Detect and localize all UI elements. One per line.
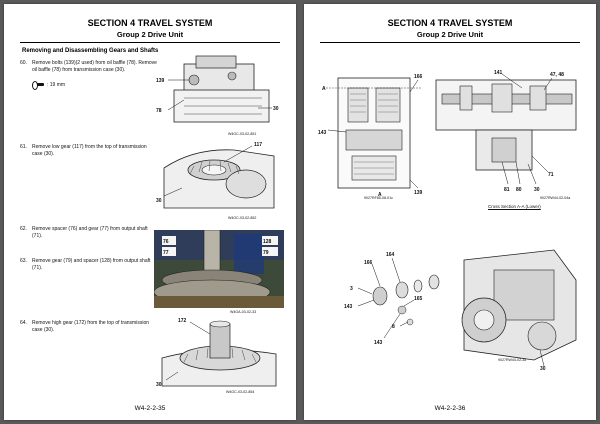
wrench-icon — [32, 81, 44, 91]
callout: 3 — [350, 286, 353, 292]
callout: 143 — [344, 304, 353, 310]
callout: 30 — [156, 198, 162, 204]
figure-code: 9027RW44-02-38 — [498, 358, 527, 362]
callout: 165 — [414, 296, 423, 302]
callout: 139 — [414, 190, 423, 196]
callout: 30 — [156, 382, 162, 388]
figure-code: W4GA-03-02-33 — [230, 310, 257, 314]
callout: 77 — [163, 250, 169, 256]
right-page: SECTION 4 TRAVEL SYSTEM Group 2 Drive Un… — [304, 4, 596, 420]
callout: 143 — [318, 130, 327, 136]
figure-code: W4GC-03-02-852 — [228, 216, 257, 220]
wrench-size: : 19 mm — [47, 82, 66, 88]
callout: A — [322, 86, 326, 92]
callout: 30 — [273, 106, 279, 112]
callout: 164 — [386, 252, 395, 258]
step-text: Remove low gear (117) from the top of tr… — [32, 144, 147, 157]
step-number: 60. — [20, 60, 27, 66]
callout: 78 — [156, 108, 162, 114]
step-number: 64. — [20, 320, 27, 326]
figure-code: W4GC-03-02-851 — [228, 132, 257, 136]
section-title: SECTION 4 TRAVEL SYSTEM — [387, 18, 513, 28]
callout: 139 — [156, 78, 165, 84]
step-63: 63. Remove gear (79) and spacer (128) fro… — [20, 258, 160, 271]
callout: 141 — [494, 70, 503, 76]
figure-output-shaft-photo: 76 77 128 79 — [154, 230, 284, 308]
wrench-size-note: : 19 mm — [32, 81, 66, 91]
procedure-heading: Removing and Disassembling Gears and Sha… — [22, 48, 159, 54]
figure-cross-section-aa: 141 47, 48 81 80 30 71 — [435, 70, 577, 193]
callout: 79 — [263, 250, 269, 256]
step-text: Remove gear (79) and spacer (128) from o… — [32, 258, 151, 271]
callout: 76 — [163, 239, 169, 245]
step-number: 61. — [20, 144, 27, 150]
page-number: W4-2-2-36 — [434, 405, 466, 412]
step-number: 63. — [20, 258, 27, 264]
cross-section-caption: Cross Section A-A (Lower) — [488, 204, 541, 209]
callout: 71 — [548, 172, 554, 178]
step-62: 62. Remove spacer (76) and gear (77) from… — [20, 226, 160, 239]
step-text: Remove spacer (76) and gear (77) from ou… — [32, 226, 148, 239]
callout: 8 — [392, 324, 395, 330]
step-text: Remove high gear (172) from the top of t… — [32, 320, 149, 333]
callout: 172 — [178, 318, 187, 324]
left-page: SECTION 4 TRAVEL SYSTEM Group 2 Drive Un… — [4, 4, 296, 420]
callout: 80 — [516, 187, 522, 193]
callout: 47, 48 — [550, 72, 564, 78]
callout: 117 — [254, 142, 262, 148]
header-rule — [20, 42, 280, 43]
callout: 128 — [263, 239, 272, 245]
step-60: 60. Remove bolts (139)(2 used) from oil b… — [20, 60, 160, 73]
figure-code: 9027RW44-02-04a — [540, 196, 571, 200]
callout: 143 — [374, 340, 383, 346]
header-rule — [320, 42, 580, 43]
figure-low-gear: 117 30 — [156, 142, 275, 209]
group-title: Group 2 Drive Unit — [116, 30, 184, 39]
figure-oil-baffle: 139 78 30 — [156, 55, 279, 123]
callout: 166 — [364, 260, 373, 266]
figure-high-gear: 172 30 — [156, 318, 277, 388]
step-text: Remove bolts (139)(2 used) from oil baff… — [32, 60, 157, 73]
step-number: 62. — [20, 226, 27, 232]
callout: 30 — [534, 187, 540, 193]
figure-exploded-view: 166 164 3 143 165 8 143 30 — [344, 249, 577, 370]
group-title: Group 2 Drive Unit — [416, 30, 484, 39]
callout: 166 — [414, 74, 423, 80]
step-61: 61. Remove low gear (117) from the top of… — [20, 144, 160, 157]
step-64: 64. Remove high gear (172) from the top o… — [20, 320, 160, 333]
figure-code: W4GC-03-02-854 — [226, 390, 255, 394]
section-title: SECTION 4 TRAVEL SYSTEM — [87, 18, 213, 28]
figure-code: 9027RF85-08-01c — [364, 196, 393, 200]
callout: 81 — [504, 187, 510, 193]
callout: A — [378, 192, 382, 198]
callout: 30 — [540, 366, 546, 370]
figure-transmission-section: A 143 166 139 A — [318, 74, 423, 198]
page-number: W4-2-2-35 — [134, 405, 166, 412]
